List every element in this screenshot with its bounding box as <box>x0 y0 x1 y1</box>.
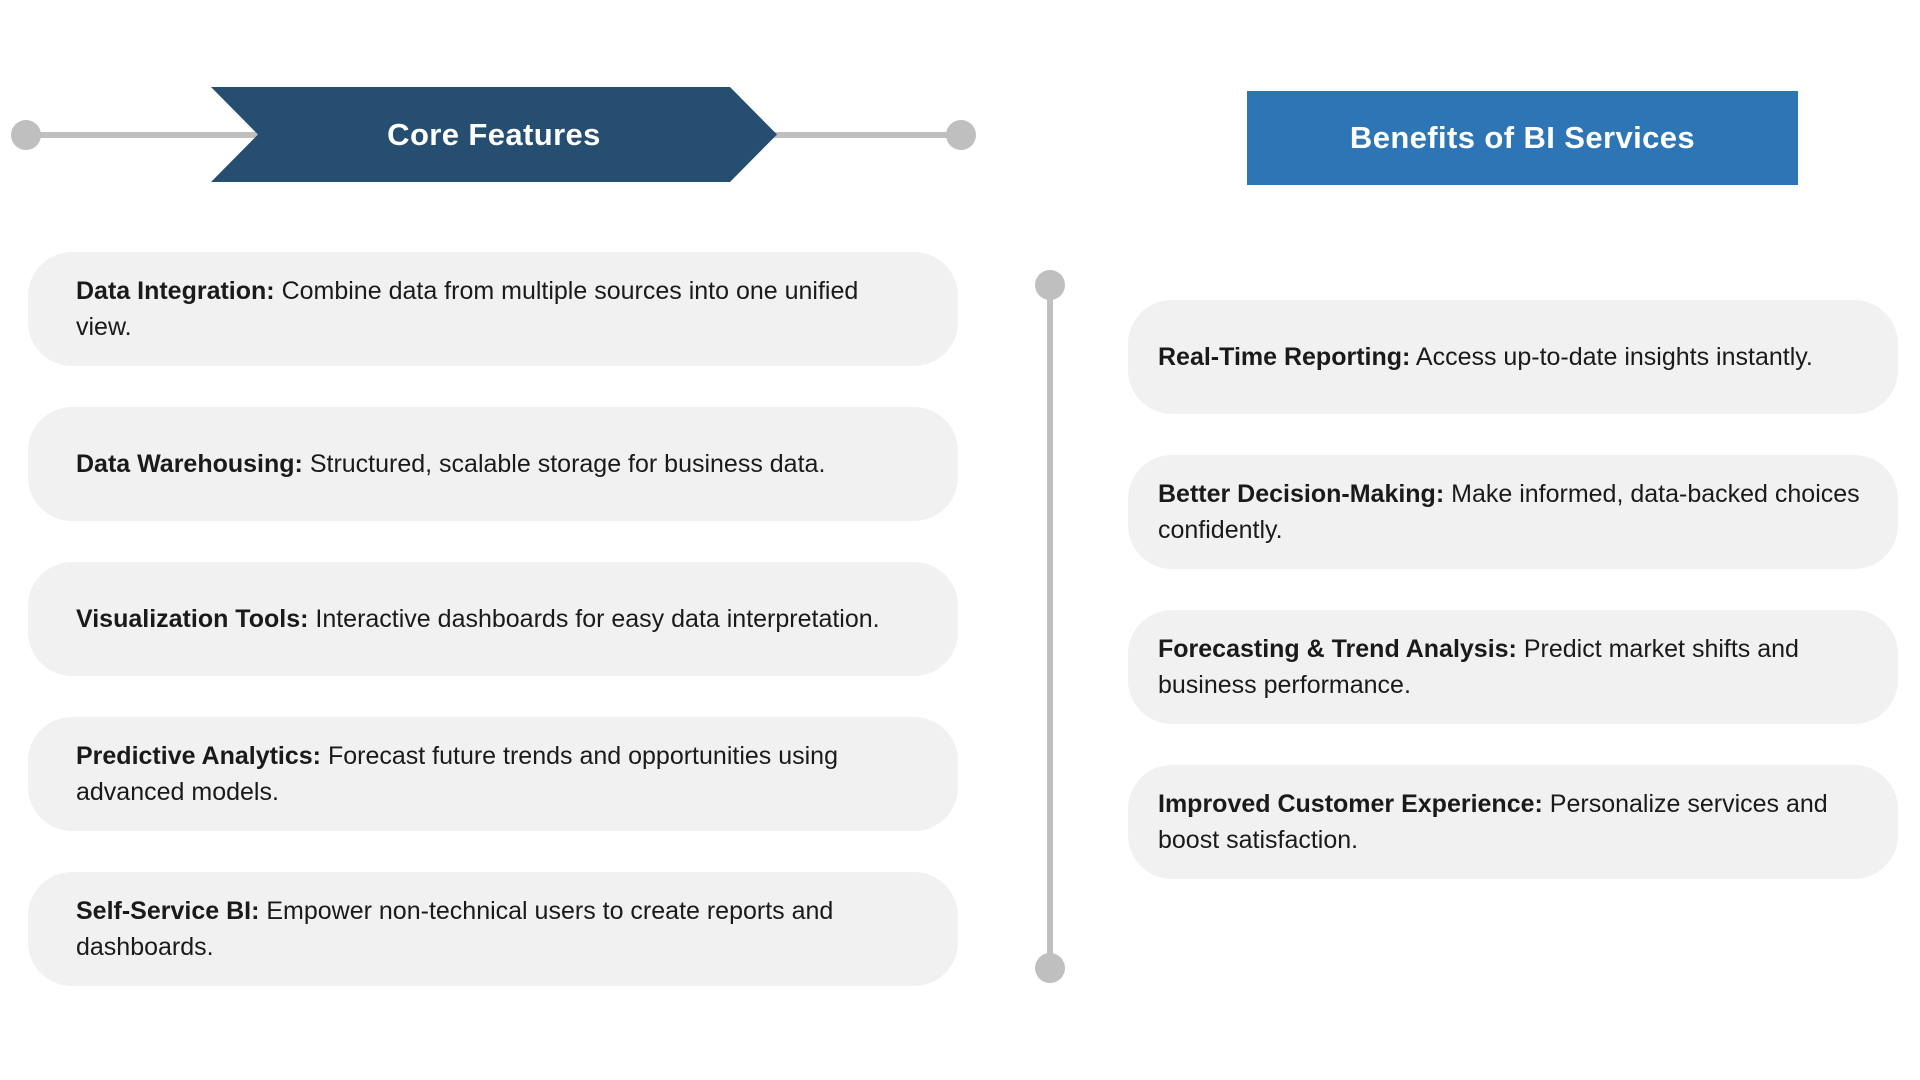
feature-text: Predictive Analytics: Forecast future tr… <box>76 742 838 806</box>
benefit-card-better-decision-making: Better Decision-Making: Make informed, d… <box>1128 455 1898 569</box>
feature-text: Data Integration: Combine data from mult… <box>76 277 859 341</box>
feature-label: Visualization Tools: <box>76 605 309 633</box>
benefit-text: Better Decision-Making: Make informed, d… <box>1158 480 1860 544</box>
benefit-label: Real-Time Reporting: <box>1158 343 1411 371</box>
feature-card-visualization-tools: Visualization Tools: Interactive dashboa… <box>28 562 958 676</box>
feature-card-predictive-analytics: Predictive Analytics: Forecast future tr… <box>28 717 958 831</box>
benefits-title: Benefits of BI Services <box>1349 120 1696 155</box>
core-features-banner: Core Features <box>211 87 777 182</box>
horizontal-connector-start-dot <box>11 120 41 150</box>
benefit-card-improved-customer-experience: Improved Customer Experience: Personaliz… <box>1128 765 1898 879</box>
feature-label: Self-Service BI: <box>76 897 260 925</box>
benefit-label: Better Decision-Making: <box>1158 480 1445 508</box>
benefit-text: Real-Time Reporting: Access up-to-date i… <box>1158 343 1813 371</box>
feature-label: Data Integration: <box>76 277 275 305</box>
benefits-header: Benefits of BI Services <box>1247 91 1798 185</box>
vertical-connector-line <box>1047 285 1053 968</box>
feature-label: Predictive Analytics: <box>76 742 322 770</box>
feature-text: Self-Service BI: Empower non-technical u… <box>76 897 834 961</box>
feature-card-data-integration: Data Integration: Combine data from mult… <box>28 252 958 366</box>
feature-text: Data Warehousing: Structured, scalable s… <box>76 450 826 478</box>
benefit-label: Improved Customer Experience: <box>1158 790 1543 818</box>
feature-text: Visualization Tools: Interactive dashboa… <box>76 605 880 633</box>
horizontal-connector-end-dot <box>946 120 976 150</box>
feature-card-self-service-bi: Self-Service BI: Empower non-technical u… <box>28 872 958 986</box>
benefit-card-forecasting-trend-analysis: Forecasting & Trend Analysis: Predict ma… <box>1128 610 1898 724</box>
feature-card-data-warehousing: Data Warehousing: Structured, scalable s… <box>28 407 958 521</box>
benefit-label: Forecasting & Trend Analysis: <box>1158 635 1517 663</box>
benefit-text: Forecasting & Trend Analysis: Predict ma… <box>1158 635 1799 699</box>
benefit-card-real-time-reporting: Real-Time Reporting: Access up-to-date i… <box>1128 300 1898 414</box>
vertical-connector-top-dot <box>1035 270 1065 300</box>
core-features-title: Core Features <box>387 116 601 152</box>
feature-label: Data Warehousing: <box>76 450 303 478</box>
vertical-connector-bottom-dot <box>1035 953 1065 983</box>
benefit-text: Improved Customer Experience: Personaliz… <box>1158 790 1828 854</box>
